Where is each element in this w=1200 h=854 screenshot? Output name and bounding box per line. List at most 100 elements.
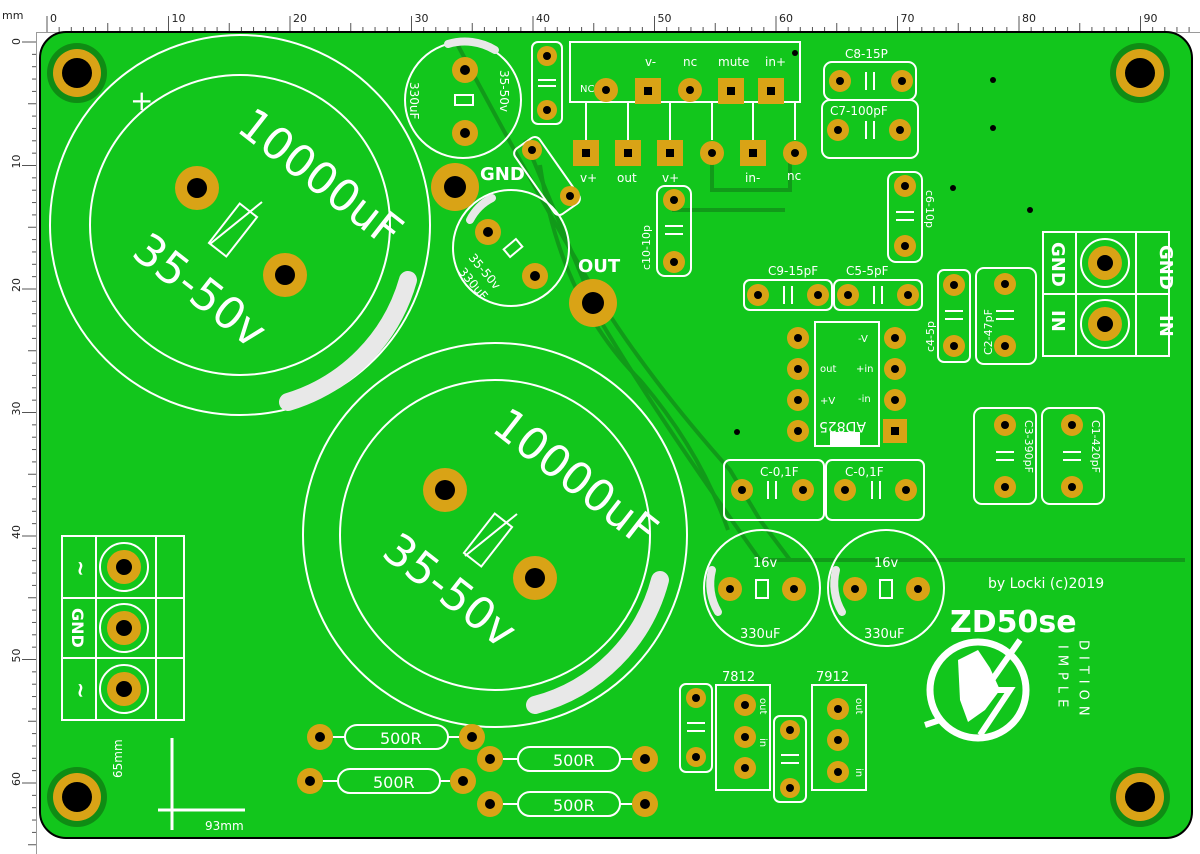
c7-capacitor[interactable]: C7-100pF xyxy=(821,99,919,159)
ruler-left-label: 10 xyxy=(10,155,23,169)
dimension-marker: 65mm 93mm xyxy=(111,738,245,833)
logo-title: ZD50se xyxy=(950,605,1077,640)
input-gnd-label-left: GND xyxy=(1047,242,1068,287)
resistor-3[interactable]: 500R xyxy=(477,746,658,772)
c5-label: C5-5pF xyxy=(846,264,889,278)
plus-mark: + xyxy=(130,84,153,117)
c2-capacitor[interactable]: C2-47pF xyxy=(975,267,1037,365)
electrolytic-2[interactable]: 16v 330uF xyxy=(827,529,945,647)
hdr-out: out xyxy=(617,171,637,185)
signal-header[interactable]: v- nc mute in+ NC v+ out v+ in- xyxy=(569,41,807,185)
cap-diagonal[interactable] xyxy=(512,135,582,218)
hdr-NC: NC xyxy=(580,84,594,95)
resistor-4[interactable]: 500R xyxy=(477,791,658,817)
c6-capacitor[interactable]: c6-10p xyxy=(887,171,936,263)
c1-capacitor[interactable]: C1-420pF xyxy=(1041,407,1105,505)
ruler-left-label: 40 xyxy=(10,525,23,539)
regulator-7912[interactable]: 7912 out in xyxy=(811,670,867,791)
credit-text: by Locki (c)2019 xyxy=(988,576,1104,592)
hdr-vplus2: v+ xyxy=(662,171,679,185)
c10-capacitor[interactable]: c10-10p xyxy=(640,185,692,277)
input-gnd-label-right: GND xyxy=(1155,245,1176,290)
dimension-width: 93mm xyxy=(205,819,244,833)
ic-pin-vminus: -V xyxy=(858,334,868,345)
resistor-2[interactable]: 500R xyxy=(297,768,476,794)
ruler-left-label: 30 xyxy=(10,402,23,416)
reg-7812-label: 7812 xyxy=(722,670,755,685)
ac-tilde-bottom: ~ xyxy=(69,682,93,699)
c7-label: C7-100pF xyxy=(830,104,888,118)
c-01f-left-label: C-0,1F xyxy=(760,465,799,479)
electrolytic-1[interactable]: 16v 330uF xyxy=(703,529,821,647)
resistor-1[interactable]: 500R xyxy=(307,724,485,750)
c4-capacitor[interactable]: c4-5p xyxy=(924,269,971,363)
e1-capacitance: 330uF xyxy=(740,627,781,642)
cap-vertical-top[interactable] xyxy=(531,41,563,125)
c3-label: C3-390pF xyxy=(1022,420,1035,473)
ruler-left-label: 0 xyxy=(10,38,23,45)
hdr-vplus1: v+ xyxy=(580,171,597,185)
ruler-left-label: 60 xyxy=(10,772,23,786)
vertical-cap-reg[interactable] xyxy=(679,683,713,773)
input-in-label-left: IN xyxy=(1047,310,1068,332)
hdr-inplus: in+ xyxy=(765,55,786,69)
logo-emblem xyxy=(924,638,1030,742)
ruler-top-label: 60 xyxy=(779,12,793,25)
hdr-nc2: nc xyxy=(787,169,801,183)
left-ruler[interactable] xyxy=(0,32,37,854)
c4-label: c4-5p xyxy=(924,321,937,352)
c10-label: c10-10p xyxy=(640,225,653,270)
c-01f-right[interactable]: C-0,1F xyxy=(825,459,925,521)
reg-7912-label: 7912 xyxy=(816,670,849,685)
ruler-top-label: 30 xyxy=(415,12,429,25)
resistor-1-label: 500R xyxy=(380,729,422,748)
c9-label: C9-15pF xyxy=(768,264,818,278)
cap-small-1-voltage: 35-50v xyxy=(497,70,511,112)
hdr-inminus: in- xyxy=(745,171,760,185)
reg-7912-out: out xyxy=(853,698,864,714)
cap-small-1-value: 330uF xyxy=(407,82,421,120)
ic-ad825[interactable]: out +V -V +in -in AD825 xyxy=(787,321,907,447)
ic-name: AD825 xyxy=(819,418,866,434)
ic-pin-out: out xyxy=(820,364,836,375)
ruler-top-label: 90 xyxy=(1144,12,1158,25)
c-01f-left[interactable]: C-0,1F xyxy=(723,459,825,521)
pcb-board xyxy=(39,31,1193,839)
hdr-mute: mute xyxy=(718,55,749,69)
ruler-left-label: 20 xyxy=(10,278,23,292)
gnd-pad[interactable]: GND xyxy=(431,163,525,211)
ic-pin-inplus: +in xyxy=(856,364,874,375)
c6-label: c6-10p xyxy=(923,190,936,228)
gnd-pad-label: GND xyxy=(480,164,525,185)
logo-edition-text: DITION xyxy=(1076,640,1091,722)
regulator-7812[interactable]: 7812 out in xyxy=(715,670,771,791)
ruler-unit-label: mm xyxy=(0,0,36,32)
c8-capacitor[interactable]: C8-15P xyxy=(823,47,917,101)
vertical-cap-reg2[interactable] xyxy=(773,715,807,803)
ruler-top-label: 40 xyxy=(536,12,550,25)
c9-capacitor[interactable]: C9-15pF xyxy=(743,264,833,311)
reg-7912-in: in xyxy=(853,768,864,777)
ruler-left-label: 50 xyxy=(10,649,23,663)
resistor-2-label: 500R xyxy=(373,773,415,792)
ic-pin-inminus: -in xyxy=(858,394,871,405)
c3-capacitor[interactable]: C3-390pF xyxy=(973,407,1037,505)
input-terminal[interactable]: GND IN GND IN xyxy=(1042,231,1176,357)
e2-voltage: 16v xyxy=(874,556,899,571)
c5-capacitor[interactable]: C5-5pF xyxy=(833,264,923,311)
input-in-label-right: IN xyxy=(1155,315,1176,337)
out-pad[interactable]: OUT xyxy=(569,256,621,327)
logo-simple-text: IMPLE xyxy=(1055,645,1070,713)
ic-pin-vplus: +V xyxy=(820,396,835,407)
ruler-top-label: 80 xyxy=(1022,12,1036,25)
small-capacitor-1[interactable]: 330uF 35-50v xyxy=(404,37,522,159)
reg-7812-out: out xyxy=(757,698,768,714)
ac-tilde-top: ~ xyxy=(69,560,93,577)
power-terminal[interactable]: ~ GND ~ xyxy=(61,535,185,721)
c1-label: C1-420pF xyxy=(1089,420,1102,473)
resistor-4-label: 500R xyxy=(553,796,595,815)
c8-label: C8-15P xyxy=(845,47,888,61)
